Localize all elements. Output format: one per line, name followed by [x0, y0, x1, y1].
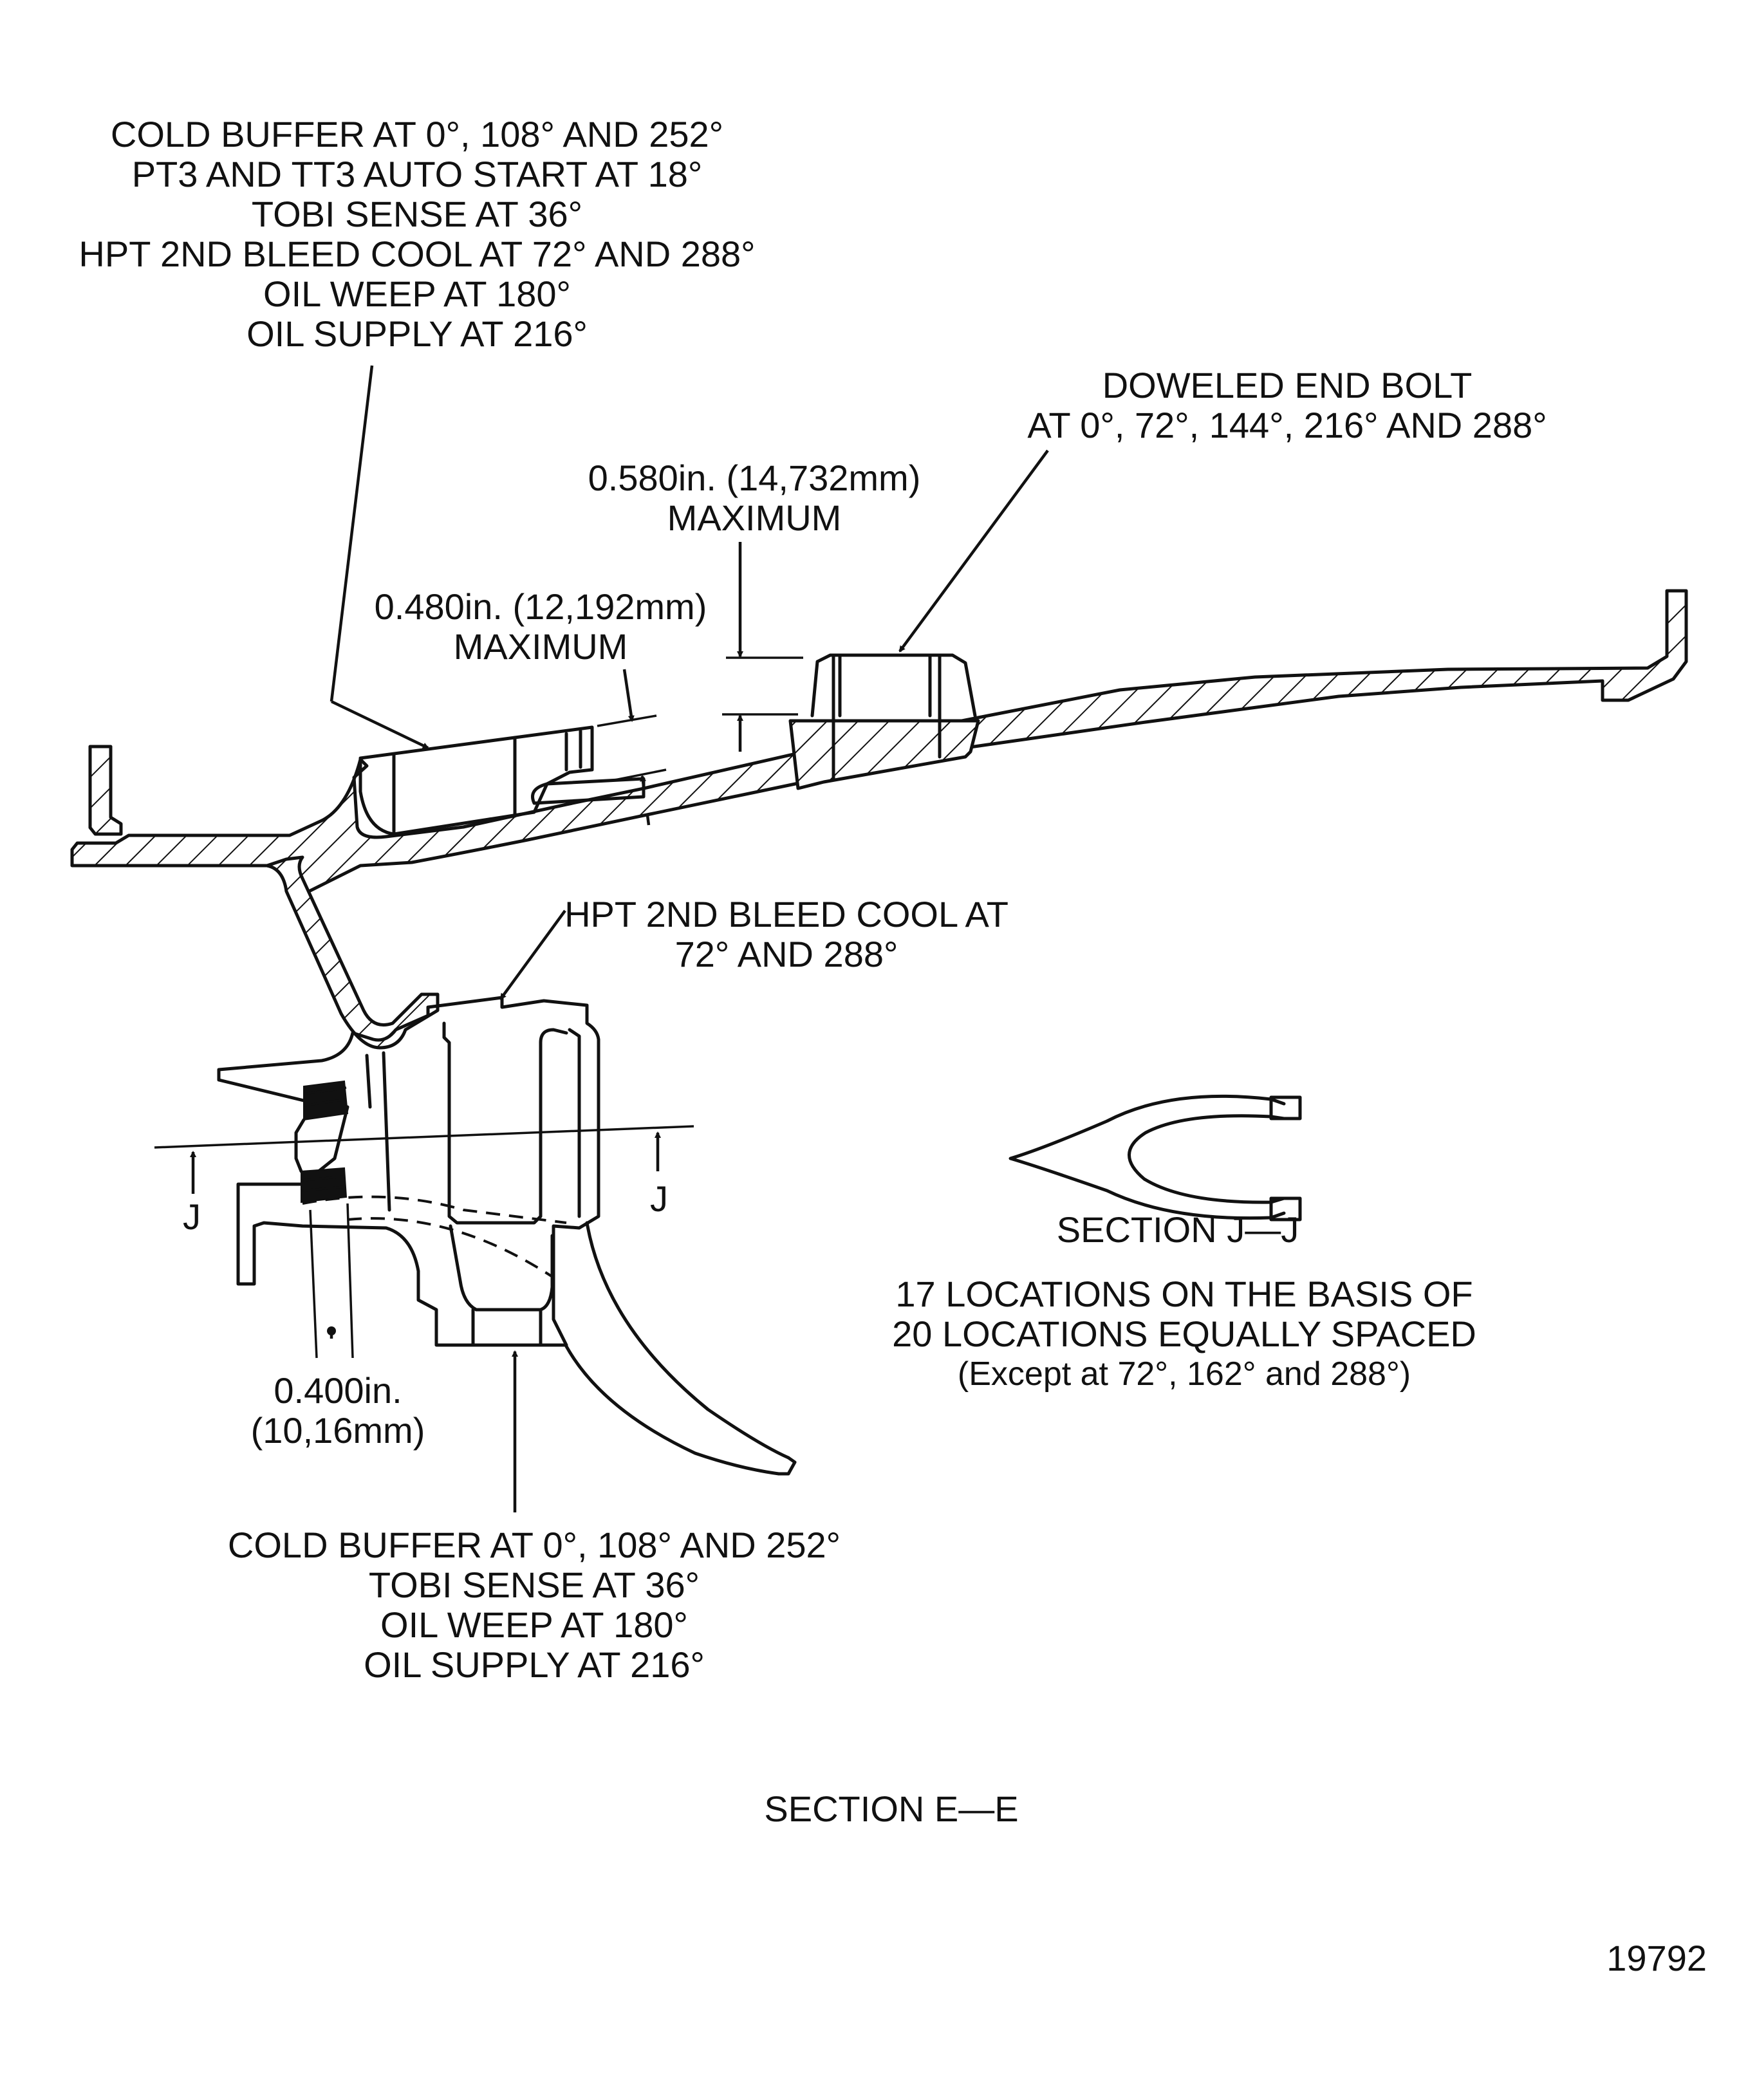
dowel-bolt-base	[788, 719, 980, 790]
lower-housing-wall	[365, 1054, 372, 1109]
seal-hatch-lines	[302, 1086, 347, 1192]
bottom-callout: COLD BUFFER AT 0°, 108° AND 252° TOBI SE…	[228, 1525, 841, 1685]
bottom-callout-line: OIL WEEP AT 180°	[380, 1604, 688, 1645]
j-section-top-tab	[1269, 1095, 1302, 1120]
j-section-bottom-tab	[1269, 1196, 1302, 1222]
seal-inner-line	[303, 1086, 347, 1095]
locations-note-line: (Except at 72°, 162° and 288°)	[958, 1355, 1411, 1393]
callout-line: TOBI SENSE AT 36°	[252, 194, 582, 234]
tail-duct-end	[777, 1456, 797, 1476]
callout-line: COLD BUFFER AT 0°, 108° AND 252°	[111, 114, 723, 154]
section-cut-line	[154, 1125, 694, 1149]
section-j-title: SECTION J—J	[1057, 1209, 1299, 1250]
left-boss	[358, 725, 594, 836]
left-boss-slot	[531, 777, 646, 805]
doweled-bolt-callout: DOWELED END BOLT AT 0°, 72°, 144°, 216° …	[1027, 365, 1547, 445]
left-flange	[88, 745, 123, 836]
locations-note-line: 20 LOCATIONS EQUALLY SPACED	[892, 1314, 1476, 1354]
bottom-callout-line: TOBI SENSE AT 36°	[369, 1565, 700, 1605]
section-marker-right: J	[650, 1178, 668, 1219]
hpt-bleed-callout: HPT 2ND BLEED COOL AT 72° AND 288°	[564, 894, 1009, 974]
seal-block-lower	[301, 1167, 348, 1203]
diagonal-strut	[265, 855, 440, 1050]
tail-duct-inner	[564, 1344, 781, 1476]
tail-duct-outer	[585, 1221, 790, 1460]
dim-400-callout: 0.400in. (10,16mm)	[251, 1370, 425, 1451]
dim-580-callout: 0.580in. (14,732mm) MAXIMUM	[588, 458, 921, 538]
hpt-bleed-line: 72° AND 288°	[675, 934, 898, 974]
dim-580-value: 0.580in. (14,732mm)	[588, 458, 921, 498]
dim-400-metric: (10,16mm)	[251, 1410, 425, 1451]
dim-400-extension	[309, 1209, 318, 1359]
dim-480-callout: 0.480in. (12,192mm) MAXIMUM	[375, 586, 707, 667]
internal-passage-dashed	[347, 1217, 555, 1279]
dim-480-arrow-down	[622, 669, 635, 722]
hpt-bleed-leader	[499, 909, 566, 1000]
figure-number: 19792	[1606, 1938, 1707, 1978]
seal-inner-line	[302, 1175, 346, 1182]
top-left-leader-line	[330, 365, 374, 702]
lower-housing-right-wall	[568, 1028, 581, 1218]
dim-480-note: MAXIMUM	[454, 626, 628, 667]
top-left-leader-arrow	[331, 700, 429, 750]
section-e-title: SECTION E—E	[764, 1789, 1018, 1829]
callout-line: OIL WEEP AT 180°	[263, 274, 571, 314]
doweled-bolt-line: DOWELED END BOLT	[1102, 365, 1473, 405]
callout-line: HPT 2ND BLEED COOL AT 72° AND 288°	[79, 234, 755, 274]
lower-housing-outline	[217, 996, 600, 1347]
dim-400-dot	[327, 1326, 336, 1335]
locations-note: 17 LOCATIONS ON THE BASIS OF 20 LOCATION…	[892, 1274, 1476, 1393]
locations-note-line: 17 LOCATIONS ON THE BASIS OF	[895, 1274, 1473, 1314]
lower-housing-chamber	[442, 1021, 568, 1225]
seal-block-upper	[303, 1080, 349, 1121]
doweled-bolt-leader	[898, 449, 1049, 653]
j-section-inner-shape	[1128, 1114, 1286, 1204]
callout-line: OIL SUPPLY AT 216°	[246, 313, 588, 354]
internal-passage-dashed	[302, 1195, 567, 1224]
dim-480-value: 0.480in. (12,192mm)	[375, 586, 707, 627]
seal-inner-line	[302, 1185, 346, 1192]
section-j-detail: SECTION J—J	[1009, 1094, 1302, 1250]
dim-480-extension-top	[597, 714, 657, 727]
seal-inner-line	[303, 1098, 347, 1107]
dim-580-note: MAXIMUM	[667, 497, 842, 538]
doweled-bolt-line: AT 0°, 72°, 144°, 216° AND 288°	[1027, 405, 1547, 445]
dowel-bolt-block	[810, 653, 977, 718]
bottom-callout-line: OIL SUPPLY AT 216°	[364, 1644, 705, 1685]
top-left-callout: COLD BUFFER AT 0°, 108° AND 252° PT3 AND…	[79, 114, 755, 354]
bottom-callout-line: COLD BUFFER AT 0°, 108° AND 252°	[228, 1525, 841, 1565]
callout-line: PT3 AND TT3 AUTO START AT 18°	[132, 154, 703, 194]
lower-housing-wall	[382, 1051, 391, 1212]
hpt-bleed-line: HPT 2ND BLEED COOL AT	[564, 894, 1009, 934]
dim-400-extension	[346, 1203, 354, 1359]
dim-400-value: 0.400in.	[274, 1370, 402, 1411]
lower-housing-inner-wall	[449, 1224, 554, 1312]
seal-bore	[294, 1118, 306, 1173]
j-section-outer-shape	[1009, 1094, 1286, 1220]
section-marker-left: J	[183, 1196, 201, 1237]
